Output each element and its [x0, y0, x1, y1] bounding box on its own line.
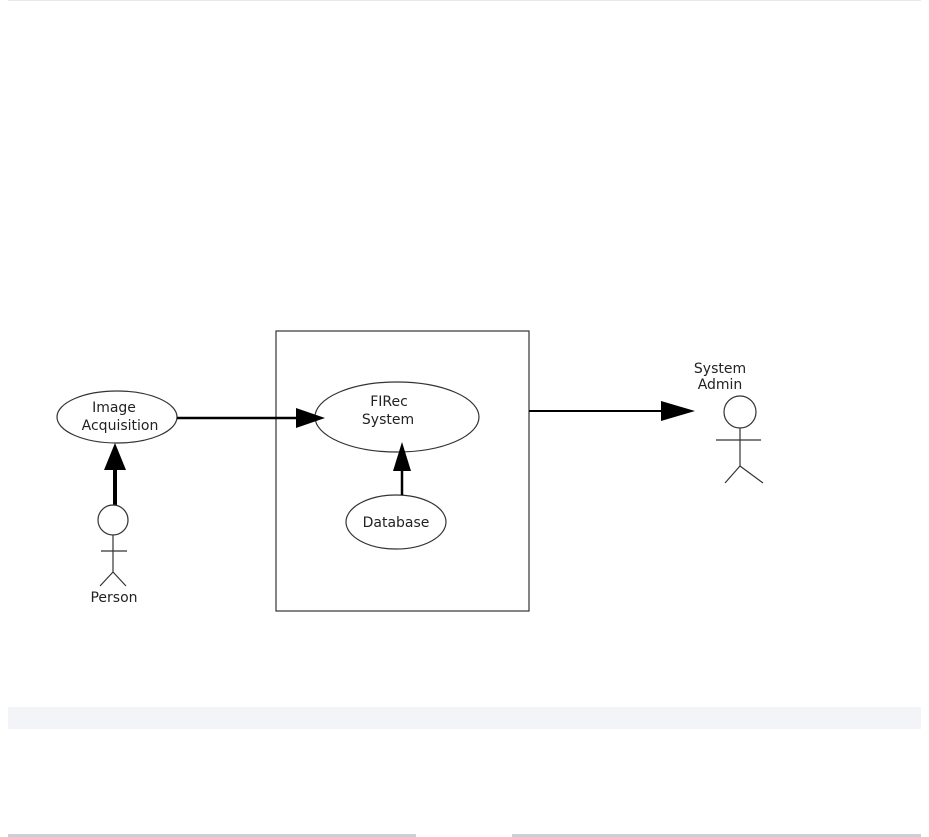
arrow-acquisition-to-firec — [177, 408, 325, 428]
system-admin-actor-icon — [716, 396, 763, 483]
person-actor-icon — [98, 505, 128, 586]
image-acquisition-label-line1: Image — [92, 400, 136, 416]
image-acquisition-ellipse — [57, 391, 177, 443]
system-admin-label-line2: Admin — [698, 377, 743, 393]
caption-band — [8, 707, 921, 729]
arrow-system-to-admin — [529, 401, 695, 421]
database-label: Database — [363, 515, 430, 531]
system-admin-label-line1: System — [694, 361, 746, 377]
firec-system-label-line2: System — [362, 412, 414, 428]
person-label: Person — [90, 590, 137, 606]
image-acquisition-label-line2: Acquisition — [82, 418, 159, 434]
firec-system-label-line1: FIRec — [370, 394, 408, 410]
arrow-person-to-acquisition — [104, 443, 126, 505]
